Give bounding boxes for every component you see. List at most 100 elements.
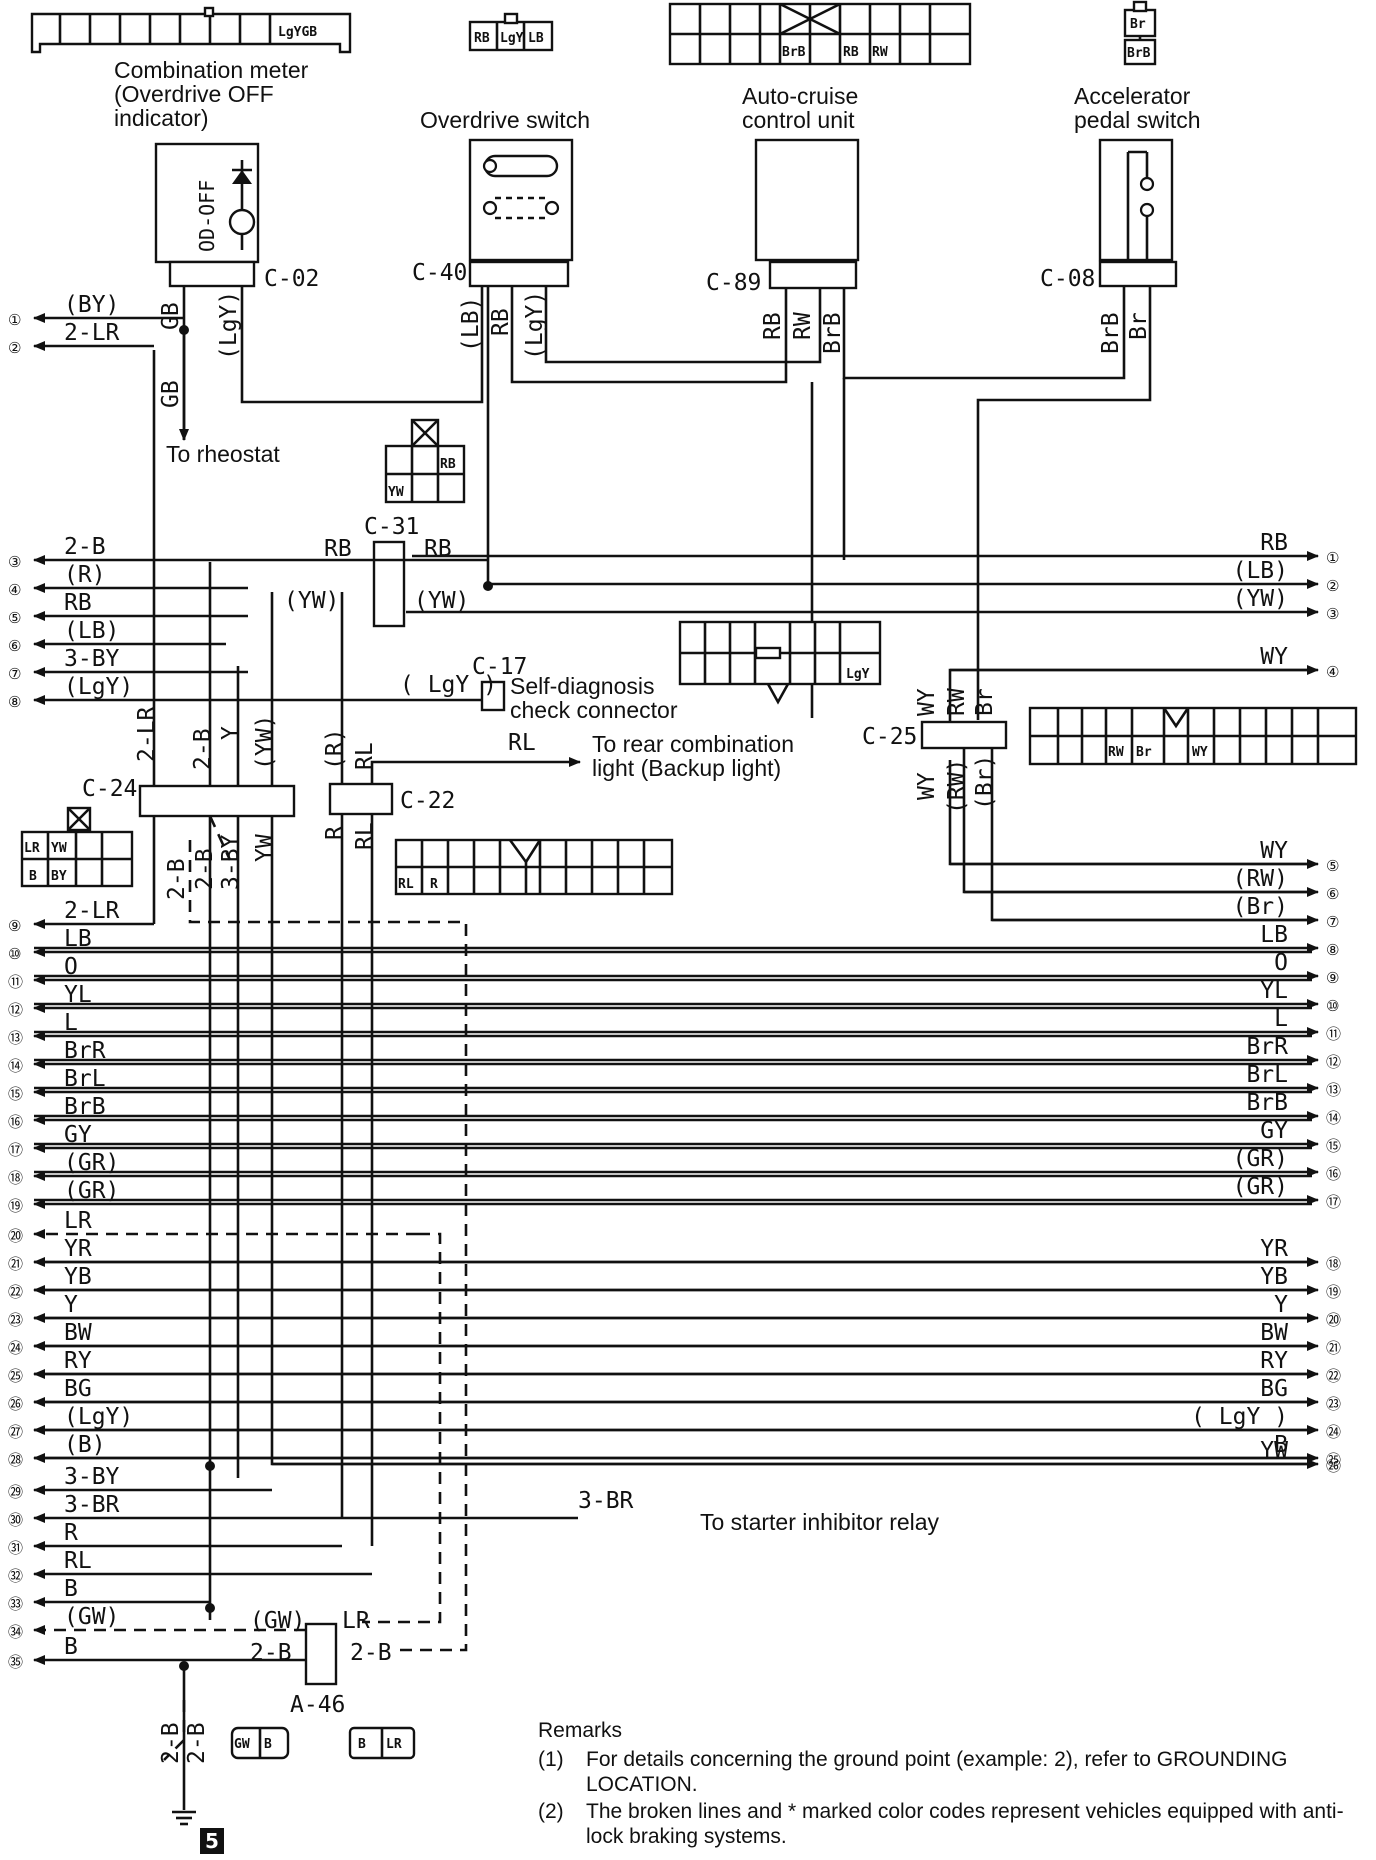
- od-switch-title: Overdrive switch: [420, 107, 590, 133]
- left-wire-row: ㉙3-BY: [8, 1464, 272, 1501]
- wire-gb: GB: [158, 302, 184, 330]
- left-wire-label: 3-BY: [64, 646, 120, 672]
- right-wire-label: LB: [1260, 922, 1288, 948]
- right-terminal-number: ⑳: [1326, 1311, 1341, 1329]
- left-wire-label: LR: [64, 1208, 92, 1234]
- od-off-text: OD-OFF: [195, 180, 219, 252]
- right-wire-label: ( LgY ): [1191, 1404, 1288, 1430]
- a46-right-pin-1: B: [358, 1737, 366, 1752]
- right-wire-label: O: [1274, 950, 1288, 976]
- right-wire-row: ( LgY ) ㉔: [34, 1404, 1341, 1441]
- left-terminal-number: ③: [8, 553, 21, 571]
- left-wire-label: (LB): [64, 618, 119, 644]
- right-wire-row: O⑨: [34, 950, 1339, 987]
- left-terminal-number: ⑧: [8, 693, 21, 711]
- connector-face-overdrive-switch: RB LgY LB: [468, 12, 554, 52]
- right-wire-label: BW: [1260, 1320, 1288, 1346]
- left-wire-label: YR: [64, 1236, 92, 1262]
- right-wire-label: BrR: [1246, 1034, 1288, 1060]
- connector-face-c17: LgY: [678, 620, 882, 705]
- wire-lr-a46: LR: [342, 1608, 370, 1634]
- left-terminal-number: ⑲: [8, 1197, 23, 1215]
- wire-lgy-sw: (LgY): [522, 291, 548, 360]
- left-wire-label: 2-LR: [64, 320, 120, 346]
- right-wire-row: YR ⑱: [34, 1236, 1341, 1273]
- wire-lgy-c17: ( LgY ): [400, 672, 497, 698]
- left-terminal-number: ②: [8, 339, 21, 357]
- right-wire-label: WY: [1260, 644, 1288, 670]
- right-terminal-number: ㉒: [1326, 1367, 1341, 1385]
- c89-label: C-89: [706, 270, 761, 296]
- left-wire-label: BG: [64, 1376, 92, 1402]
- c31-pin-1: RB: [440, 457, 456, 472]
- left-terminal-number: ⑥: [8, 637, 21, 655]
- left-wire-label: BW: [64, 1320, 92, 1346]
- left-wire-label: O: [64, 954, 78, 980]
- wire-r-c22: (R): [322, 728, 348, 770]
- left-terminal-number: ⑨: [8, 917, 21, 935]
- wire-lb-sw: (LB): [458, 297, 484, 352]
- right-wire-row: B㉕: [34, 1432, 1341, 1469]
- acc-title-2: pedal switch: [1074, 107, 1201, 133]
- left-wire-label: (LgY): [64, 674, 133, 700]
- wire-yw-c24: (YW): [252, 715, 278, 770]
- right-terminal-number: ⑩: [1326, 997, 1339, 1015]
- c17-label: C-17: [472, 654, 527, 680]
- left-terminal-number: ㉚: [8, 1511, 23, 1529]
- left-wire-row: ⑬L: [8, 1010, 1312, 1047]
- right-wire-row: Y⑳: [34, 1292, 1341, 1329]
- wire-yw-c31-left: (YW): [284, 588, 339, 614]
- left-wire-row: ④(R): [8, 562, 248, 599]
- wire-rb-sw: RB: [488, 308, 514, 336]
- c22-pin-2: R: [430, 877, 438, 892]
- c40-label: C-40: [412, 260, 467, 286]
- right-terminal-number: ⑱: [1326, 1255, 1341, 1273]
- left-wire-label: B: [64, 1576, 78, 1602]
- connector-face-c31: RB YW: [384, 418, 466, 504]
- wire-br-c25: Br: [972, 688, 998, 716]
- right-wire-label: WY: [1260, 838, 1288, 864]
- right-wire-label: (Br): [1233, 894, 1288, 920]
- remark-num-1: (1): [538, 1748, 564, 1771]
- a46-left-pin-1: GW: [234, 1737, 250, 1752]
- right-wire-row: (RW)⑥: [964, 866, 1339, 903]
- left-terminal-number: ㉘: [8, 1451, 23, 1469]
- left-wire-row: ⑱(GR): [8, 1150, 1312, 1187]
- ground-point-number: 5: [205, 1829, 219, 1853]
- right-wire-label: Y: [1274, 1292, 1288, 1318]
- left-terminal-number: ㉗: [8, 1423, 23, 1441]
- c24-pin-4: BY: [51, 869, 67, 884]
- remark-item-1: (1) For details concerning the ground po…: [538, 1747, 1368, 1797]
- right-wire-row: (GR)⑰: [34, 1174, 1341, 1211]
- wire-b-c24-lo: 2-B: [164, 858, 190, 900]
- cruise-pin-3: RW: [872, 45, 888, 60]
- right-terminal-number: ㉕: [1326, 1451, 1341, 1469]
- right-terminal-number: ⑦: [1326, 913, 1339, 931]
- wire-lgy-meter: (LgY): [216, 291, 242, 360]
- c25-pin-1: RW: [1108, 745, 1124, 760]
- wire-wy-c25-lo: WY: [914, 772, 940, 800]
- left-wire-label: (B): [64, 1432, 106, 1458]
- left-terminal-number: ㉑: [8, 1255, 23, 1273]
- right-terminal-number: ⑤: [1326, 857, 1339, 875]
- backup-title-2: light (Backup light): [592, 755, 781, 781]
- right-terminal-number: ㉔: [1326, 1423, 1341, 1441]
- left-terminal-number: ⑩: [8, 945, 21, 963]
- left-terminal-number: ⑮: [8, 1085, 23, 1103]
- c24-pin-1: LR: [24, 841, 40, 856]
- left-terminal-number: ㉞: [8, 1623, 23, 1641]
- left-terminal-number: ①: [8, 311, 21, 329]
- c31-label: C-31: [364, 514, 419, 540]
- c02-label: C-02: [264, 266, 319, 292]
- wire-br-c25-lo: (Br): [972, 755, 998, 810]
- left-terminal-number: ⑬: [8, 1029, 23, 1047]
- remarks-panel: Remarks (1) For details concerning the g…: [538, 1718, 1368, 1851]
- cruise-pin-1: BrB: [782, 45, 806, 60]
